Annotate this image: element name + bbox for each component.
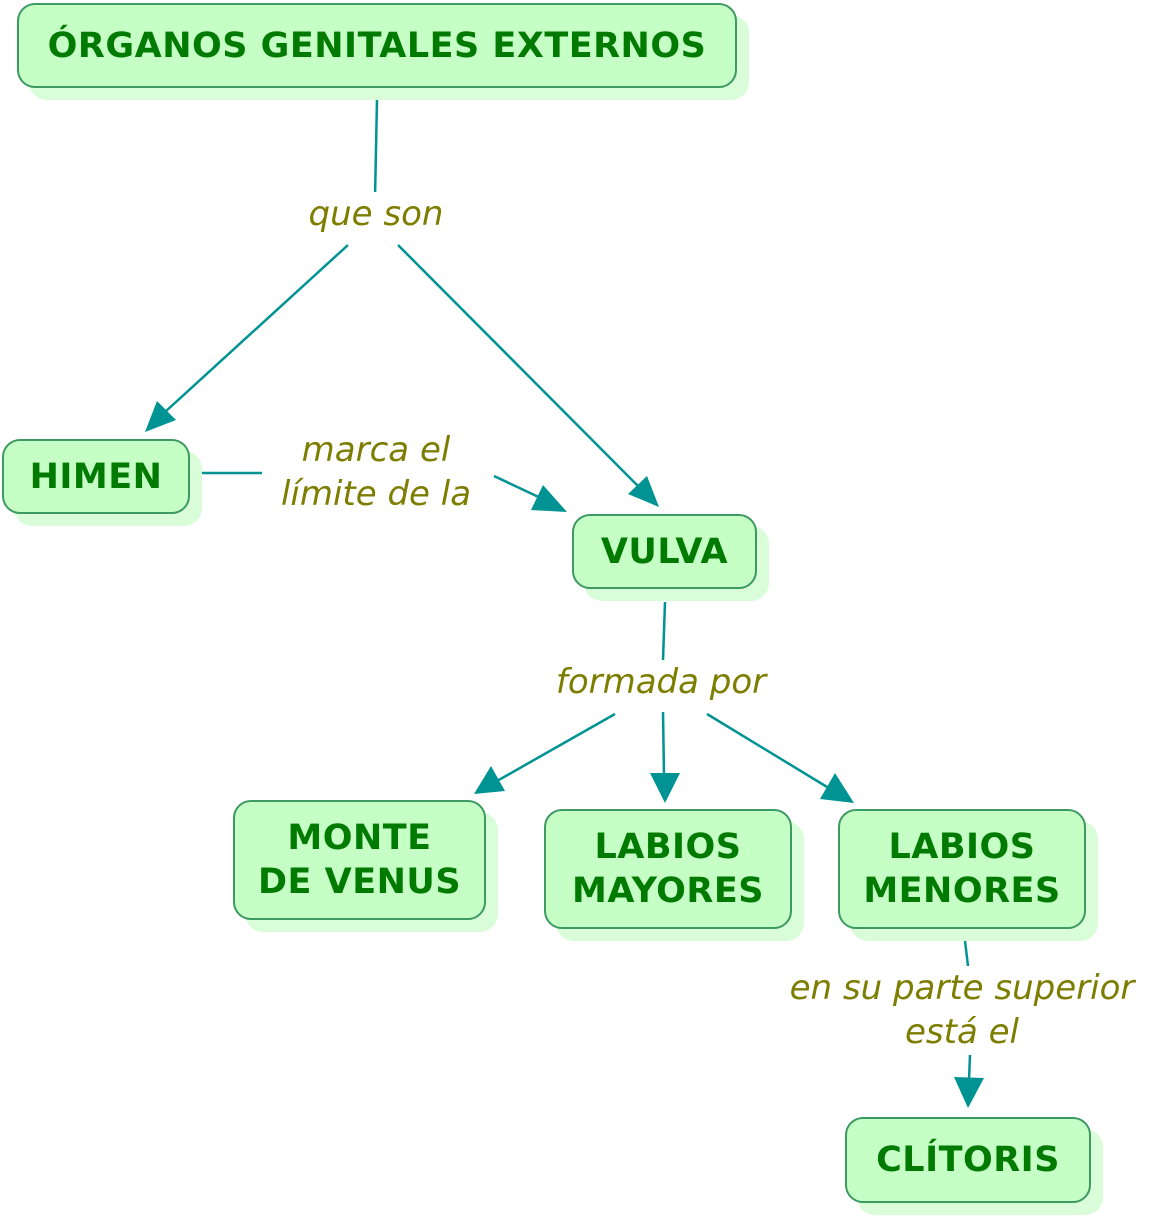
- connector-queson-himen: [164, 244, 349, 413]
- connector-formada-monte: [496, 712, 616, 783]
- connector-queson-vulva: [397, 244, 641, 489]
- link-marca-el-limite: marca el límite de la: [262, 428, 490, 516]
- arrowhead-vulva-left: [531, 485, 567, 512]
- arrowhead-mayores: [650, 773, 680, 803]
- arrowhead-menores: [820, 773, 854, 803]
- connector-menores-superior: [963, 940, 970, 967]
- arrowhead-himen: [145, 401, 176, 432]
- arrowhead-monte: [474, 766, 505, 794]
- node-monte-de-venus[interactable]: MONTE DE VENUS: [233, 800, 486, 920]
- link-en-su-parte-superior: en su parte superior está el: [766, 966, 1158, 1054]
- node-clitoris[interactable]: CLÍTORIS: [845, 1117, 1091, 1203]
- connector-vulva-formada: [661, 601, 667, 661]
- arrowhead-clitoris: [954, 1077, 984, 1108]
- connector-formada-menores: [706, 712, 833, 792]
- node-himen[interactable]: HIMEN: [2, 439, 190, 514]
- connector-formada-mayores: [661, 711, 666, 776]
- link-formada-por: formada por: [537, 660, 785, 704]
- node-labios-mayores[interactable]: LABIOS MAYORES: [544, 809, 792, 929]
- connector-organos-queson: [373, 99, 379, 199]
- arrowhead-vulva-top: [628, 476, 659, 507]
- node-vulva[interactable]: VULVA: [572, 514, 757, 589]
- node-organos-genitales-externos[interactable]: ÓRGANOS GENITALES EXTERNOS: [17, 3, 737, 88]
- connector-marca-vulva: [493, 474, 546, 502]
- node-labios-menores[interactable]: LABIOS MENORES: [838, 809, 1086, 929]
- connector-superior-clitoris: [967, 1054, 972, 1081]
- link-que-son: que son: [292, 192, 460, 236]
